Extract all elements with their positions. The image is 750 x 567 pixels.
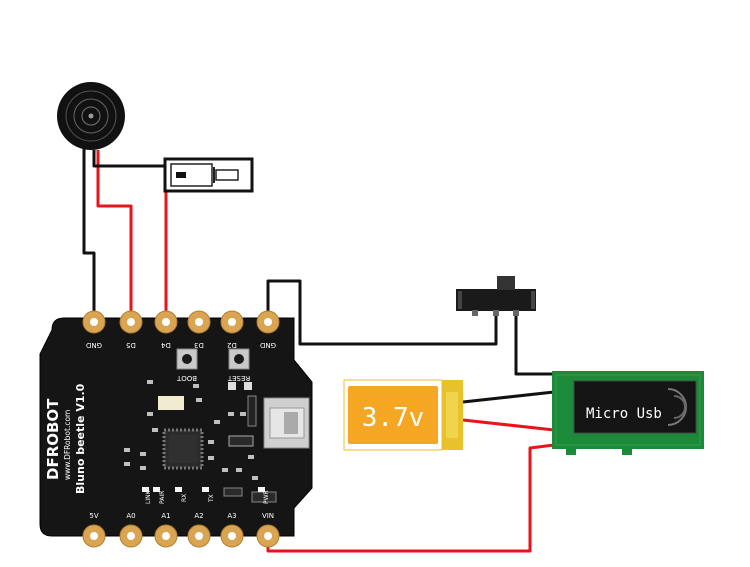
battery: 3.7v bbox=[343, 379, 463, 451]
led-label-pair: PAIR bbox=[159, 491, 166, 504]
boot-button bbox=[176, 348, 198, 370]
reset-button bbox=[228, 348, 250, 370]
wire-battery-red bbox=[462, 418, 555, 432]
board-model: Bluno beetle V1.0 bbox=[74, 383, 87, 494]
microcontroller-chip bbox=[162, 428, 204, 470]
wire-gnd-switch bbox=[266, 279, 498, 346]
pin-label-d4: D4 bbox=[161, 341, 171, 349]
wire-buzzer-gnd bbox=[82, 145, 96, 316]
led-label-tx: TX bbox=[208, 494, 215, 503]
pin-label-d2: D2 bbox=[227, 341, 237, 349]
brand-website: www.DFRobot.com bbox=[63, 410, 72, 480]
led-label-rx: RX bbox=[181, 494, 188, 502]
wire-buzzer-d5 bbox=[96, 150, 133, 318]
bluno-beetle-board: GND D5 D4 D3 D2 GND 5V A0 A1 A2 A3 VIN D… bbox=[39, 310, 313, 548]
pin-label-a1: A1 bbox=[161, 512, 170, 520]
buzzer bbox=[57, 82, 125, 150]
brand-logo: DFROBOT bbox=[44, 398, 62, 480]
pin-label-a3: A3 bbox=[227, 512, 236, 520]
led-label-link: LINK bbox=[145, 489, 152, 504]
pin-label-d5: D5 bbox=[126, 341, 136, 349]
status-leds bbox=[142, 487, 265, 492]
reset-label: RESET bbox=[227, 374, 250, 382]
pin-label-gnd-right: GND bbox=[260, 341, 276, 349]
wire-battery-black bbox=[462, 390, 555, 404]
led-label-pwr: PWR bbox=[263, 490, 270, 504]
boot-label: BOOT bbox=[176, 374, 197, 382]
charger-label: Micro Usb bbox=[586, 406, 662, 422]
pin-label-a2: A2 bbox=[194, 512, 203, 520]
slide-switch bbox=[456, 276, 536, 316]
vibration-motor bbox=[163, 157, 254, 193]
micro-usb-port bbox=[263, 397, 310, 449]
charger-module: Micro Usb bbox=[552, 371, 704, 455]
pin-label-vin: VIN bbox=[262, 512, 274, 520]
pin-label-d3: D3 bbox=[194, 341, 204, 349]
wire-motor-gnd bbox=[92, 150, 174, 168]
pin-label-a0: A0 bbox=[126, 512, 135, 520]
wire-switch-charger bbox=[514, 310, 552, 376]
pin-label-5v: 5V bbox=[89, 512, 98, 520]
pin-label-gnd-top: GND bbox=[86, 341, 102, 349]
battery-label: 3.7v bbox=[362, 403, 425, 433]
